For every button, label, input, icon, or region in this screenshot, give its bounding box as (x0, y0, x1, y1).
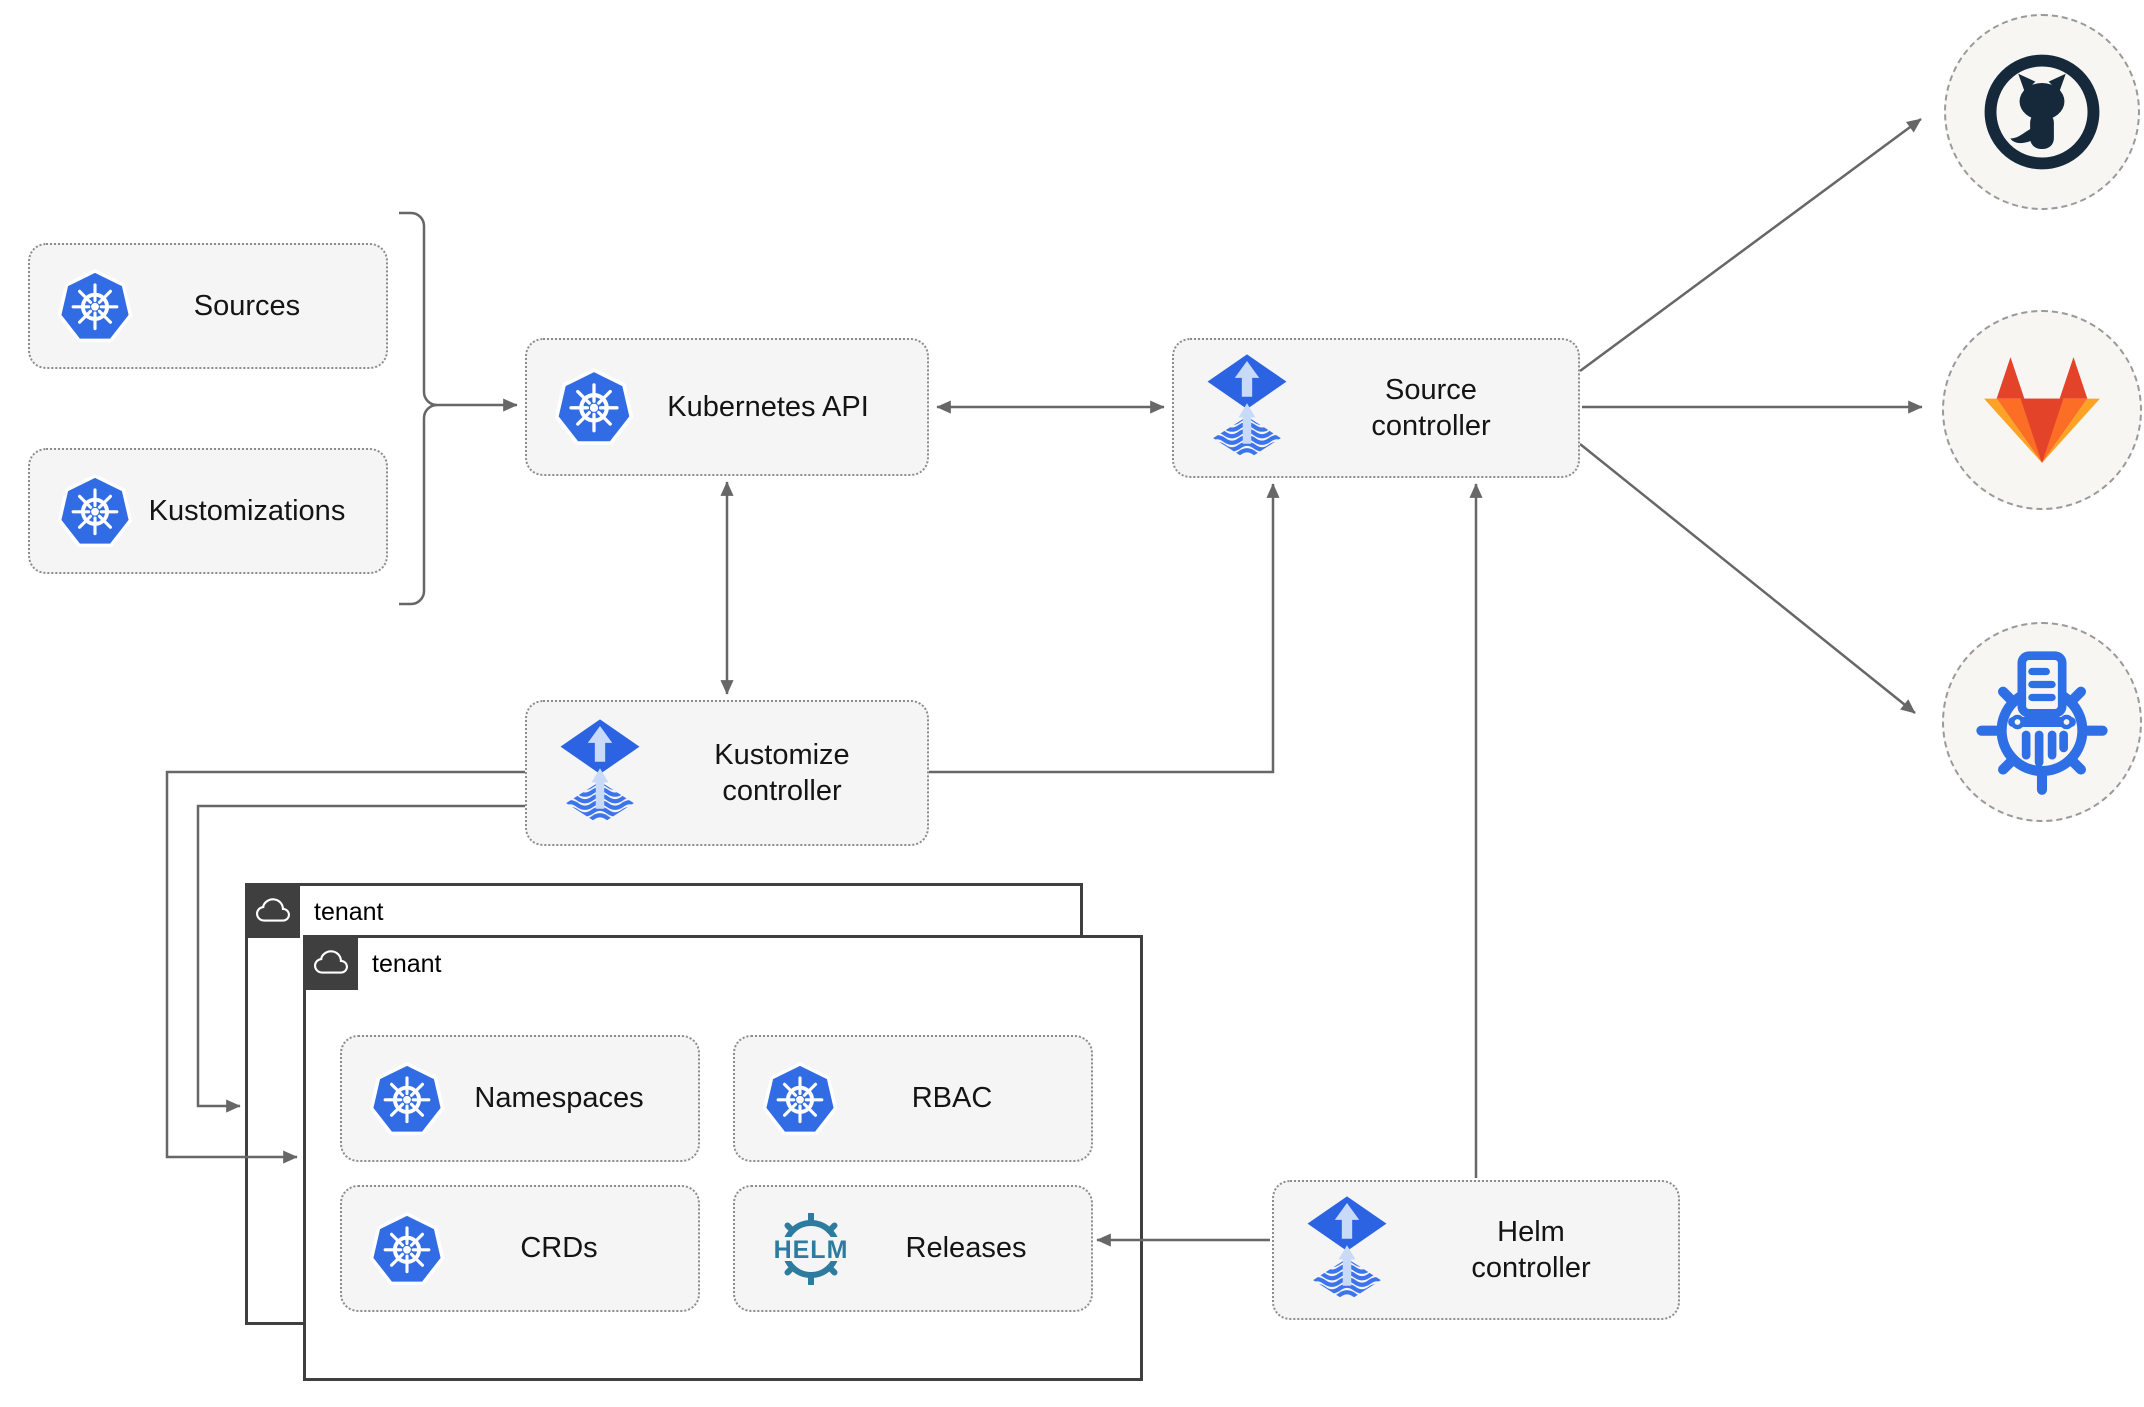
edge-source-to-github (1579, 117, 1922, 373)
edge-source-to-kustomize-endpoint (1579, 443, 1916, 714)
flux-icon (1200, 354, 1294, 462)
node-crds: CRDs (340, 1185, 700, 1312)
kubernetes-icon (761, 1059, 839, 1139)
node-helm-controller-label: Helm controller (1471, 1215, 1591, 1284)
helm-icon (755, 1213, 867, 1285)
node-namespaces-label: Namespaces (474, 1082, 644, 1115)
cloud-icon (314, 946, 348, 980)
edge-bracket-lower (399, 403, 438, 606)
edge-bracket-to-api (399, 211, 518, 412)
kubernetes-icon (553, 365, 635, 449)
endpoint-kustomize (1942, 622, 2142, 822)
node-source-controller: Source controller (1172, 338, 1580, 478)
kubernetes-icon (56, 471, 134, 551)
node-sources: Sources (28, 243, 388, 369)
node-kubernetes-api: Kubernetes API (525, 338, 929, 476)
cloud-icon (256, 894, 290, 928)
github-icon (1976, 46, 2108, 178)
node-namespaces: Namespaces (340, 1035, 700, 1162)
tenant-outer-tab (245, 883, 300, 938)
node-releases-label: Releases (905, 1232, 1027, 1265)
tenant-outer-label: tenant (314, 898, 384, 926)
node-sources-label: Sources (193, 289, 301, 322)
kubernetes-icon (368, 1209, 446, 1289)
node-crds-label: CRDs (520, 1232, 598, 1265)
node-releases: Releases (733, 1185, 1093, 1312)
kustomize-icon (1967, 647, 2117, 797)
node-rbac: RBAC (733, 1035, 1093, 1162)
node-helm-controller: Helm controller (1272, 1180, 1680, 1320)
flux-icon (1300, 1196, 1394, 1304)
tenant-inner-label: tenant (372, 950, 442, 978)
tenant-inner-tab (303, 935, 358, 990)
edge-kustomize-to-source (929, 483, 1280, 774)
node-source-controller-label: Source controller (1371, 373, 1491, 442)
endpoint-github (1944, 14, 2140, 210)
node-kustomizations-label: Kustomizations (148, 494, 346, 527)
node-rbac-label: RBAC (911, 1082, 993, 1115)
kubernetes-icon (368, 1059, 446, 1139)
flux-icon (553, 719, 647, 827)
node-kubernetes-api-label: Kubernetes API (667, 390, 869, 423)
node-kustomize-controller-label: Kustomize controller (714, 738, 850, 807)
endpoint-gitlab (1942, 310, 2142, 510)
kubernetes-icon (56, 266, 134, 346)
node-kustomizations: Kustomizations (28, 448, 388, 574)
node-kustomize-controller: Kustomize controller (525, 700, 929, 846)
gitlab-icon (1979, 352, 2105, 468)
